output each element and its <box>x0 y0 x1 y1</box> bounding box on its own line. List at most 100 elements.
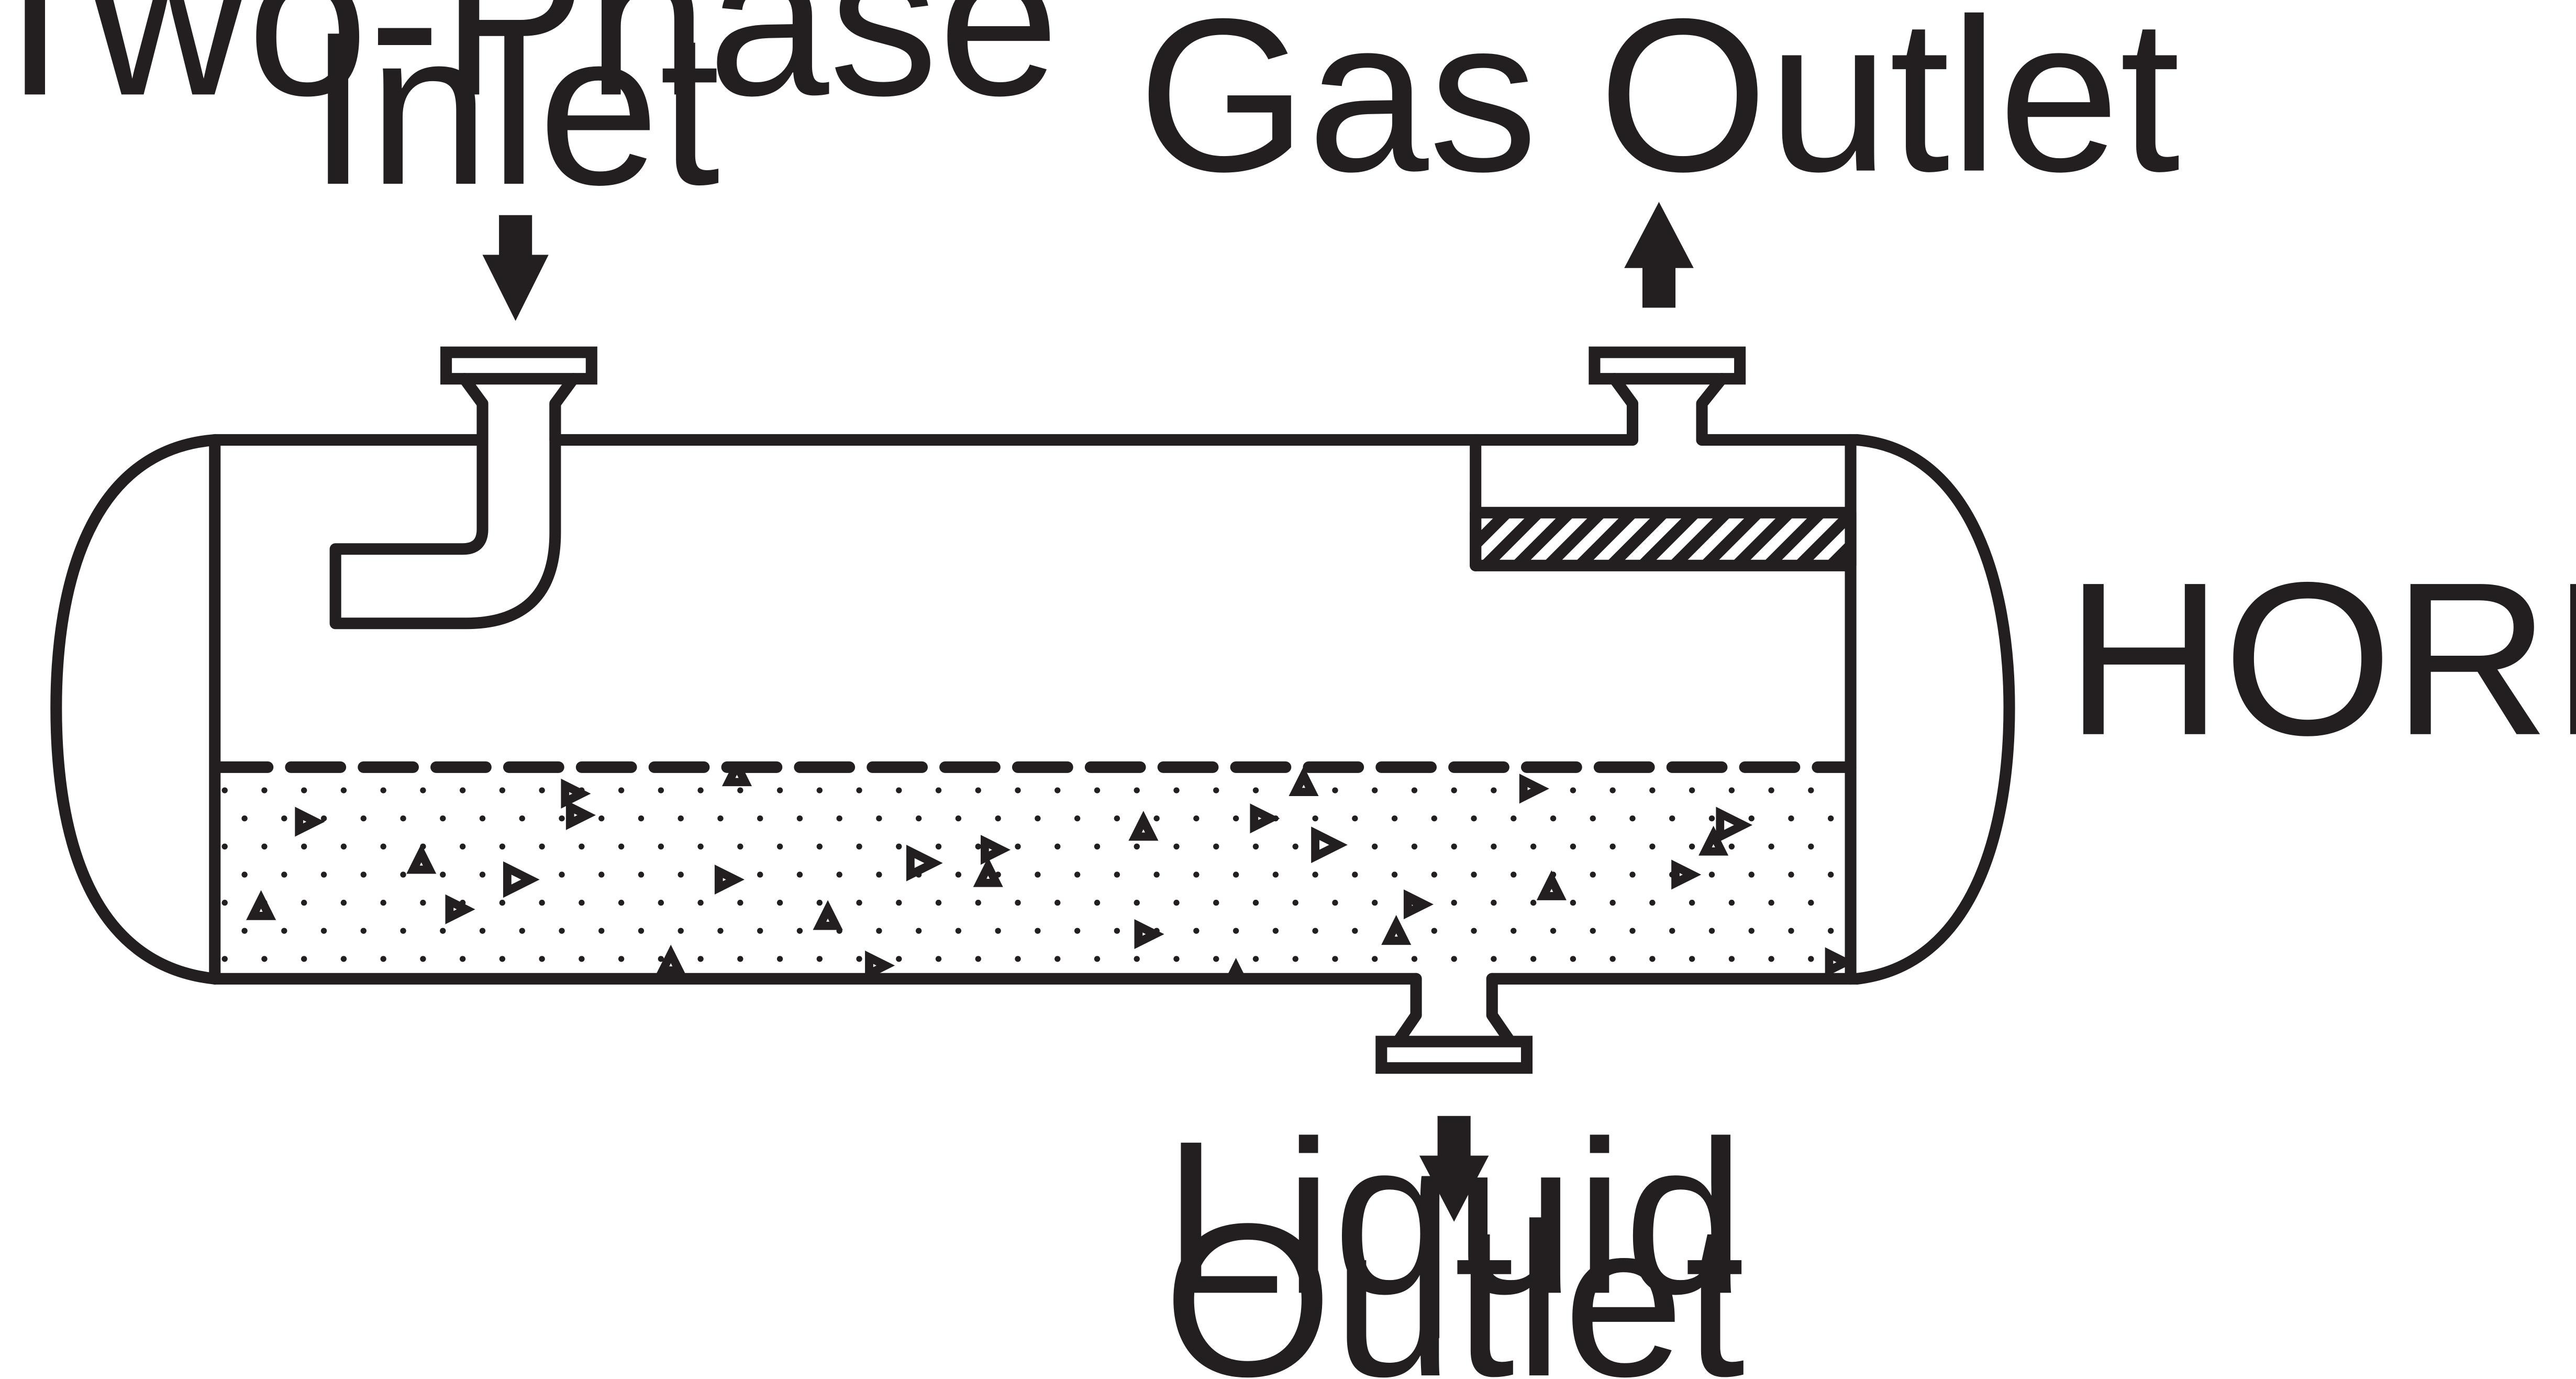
liquid-dot <box>241 871 248 878</box>
liquid-dot <box>1431 928 1437 934</box>
liquid-dot <box>1629 928 1636 934</box>
liquid-dot <box>1570 787 1576 793</box>
liquid-dot <box>320 928 327 934</box>
liquid-dot <box>1708 871 1715 878</box>
liquid-dot <box>1252 787 1259 793</box>
solid-particle <box>1134 919 1164 950</box>
liquid-dot <box>1590 928 1596 934</box>
liquid-dot <box>1808 899 1814 906</box>
inlet-flange <box>440 346 597 385</box>
liquid-dot <box>737 899 743 906</box>
mist-extractor <box>1470 434 1857 571</box>
liquid-dot <box>618 899 625 906</box>
liquid-dot <box>678 815 684 822</box>
liquid-dot <box>1252 899 1259 906</box>
liquid-dot <box>1629 815 1636 822</box>
liquid-dot <box>1054 843 1061 850</box>
liquid-dot <box>1748 928 1755 934</box>
liquid-dot <box>1094 899 1101 906</box>
liquid-dot <box>519 928 525 934</box>
liquid-dot <box>1272 928 1279 934</box>
liquid-dot <box>856 843 862 850</box>
liquid-dot <box>1491 843 1497 850</box>
solid-particle <box>865 950 895 979</box>
liquid-dot <box>876 871 882 878</box>
inlet-arrow-icon <box>482 215 549 321</box>
liquid-dot <box>638 928 645 934</box>
liquid-dot <box>1134 843 1140 850</box>
liquid-dot <box>1689 899 1695 906</box>
liquid-dot <box>1590 815 1596 822</box>
liquid-dot <box>1372 787 1378 793</box>
liquid-dot <box>995 815 1001 822</box>
solid-particle <box>1225 958 1247 979</box>
liquid-dot <box>1134 899 1140 906</box>
liquid-dot <box>737 787 743 793</box>
liquid-dot <box>221 787 228 793</box>
liquid-dot <box>796 871 803 878</box>
liquid-dot <box>1193 815 1200 822</box>
liquid-dot <box>559 871 565 878</box>
liquid-dot <box>776 787 783 793</box>
liquid-dot <box>340 899 347 906</box>
gas-outlet-arrow-icon <box>1624 202 1694 308</box>
liquid-dot <box>440 815 446 822</box>
liquid-dot <box>1173 843 1180 850</box>
hatch-line <box>1670 512 1731 566</box>
liquid-dot <box>360 871 367 878</box>
liquid-dot <box>955 928 962 934</box>
liquid-dot <box>479 871 486 878</box>
liquid-dot <box>459 956 466 962</box>
liquid-dot <box>1471 928 1477 934</box>
liquid-dot <box>1748 871 1755 878</box>
liquid-outlet-label-line1: Liquid <box>1163 1096 1745 1340</box>
liquid-dot <box>1629 871 1636 878</box>
orientation-label: HORIZONTAL <box>2066 537 2576 781</box>
liquid-dot <box>995 928 1001 934</box>
liquid-dot <box>598 928 605 934</box>
liquid-dot <box>459 787 466 793</box>
liquid-dot <box>757 871 763 878</box>
liquid-dot <box>618 787 625 793</box>
liquid-dot <box>1233 815 1239 822</box>
liquid-dot <box>1193 928 1200 934</box>
liquid-dot <box>380 787 386 793</box>
liquid-dot <box>261 843 268 850</box>
liquid-dot <box>1491 956 1497 962</box>
liquid-dot <box>975 843 981 850</box>
liquid-dot <box>1114 928 1120 934</box>
liquid-dot <box>717 928 724 934</box>
liquid-dot <box>1114 871 1120 878</box>
liquid-dot <box>479 815 486 822</box>
liquid-dot <box>499 899 506 906</box>
liquid-dot <box>1054 956 1061 962</box>
liquid-dot <box>1609 843 1616 850</box>
liquid-dot <box>1828 871 1834 878</box>
liquid-dot <box>1768 787 1774 793</box>
gas-outlet-neck <box>1608 373 1728 446</box>
liquid-dot <box>1292 843 1298 850</box>
liquid-dot <box>896 787 902 793</box>
liquid-dot <box>539 787 545 793</box>
liquid-dot <box>1153 815 1160 822</box>
liquid-dot <box>360 815 367 822</box>
liquid-dot <box>281 815 287 822</box>
liquid-dot <box>1511 871 1517 878</box>
liquid-dot <box>1411 843 1418 850</box>
liquid-dot <box>1788 871 1794 878</box>
liquid-dot <box>1015 843 1021 850</box>
solid-particle <box>1250 803 1280 834</box>
liquid-dot <box>856 899 862 906</box>
liquid-dot <box>638 871 645 878</box>
liquid-dot <box>360 928 367 934</box>
liquid-dot <box>1451 899 1457 906</box>
liquid-dot <box>1669 815 1675 822</box>
solid-particle <box>1698 825 1729 856</box>
liquid-dot <box>935 787 942 793</box>
liquid-dot <box>1015 956 1021 962</box>
liquid-dot <box>320 815 327 822</box>
liquid-dot <box>1530 899 1537 906</box>
liquid-dot <box>261 787 268 793</box>
liquid-dot <box>816 899 823 906</box>
liquid-outlet-flange <box>1375 1035 1533 1074</box>
